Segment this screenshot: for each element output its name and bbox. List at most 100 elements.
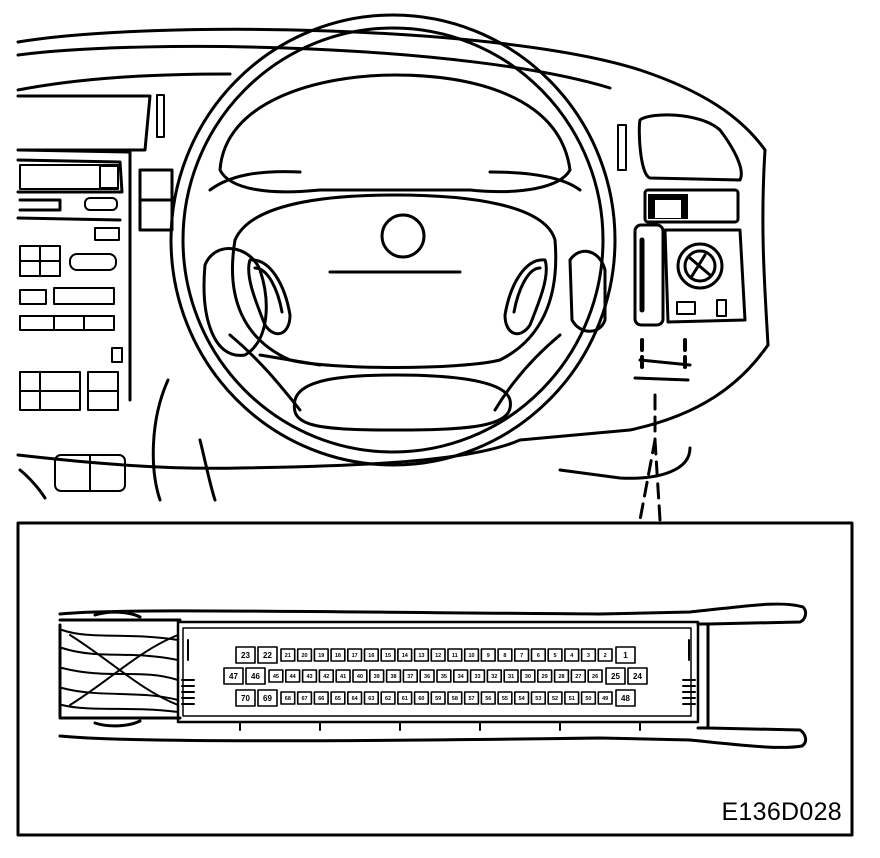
svg-text:4: 4 xyxy=(570,653,574,659)
svg-text:17: 17 xyxy=(352,653,358,659)
pin-57: 57 xyxy=(463,691,480,705)
pin-14: 14 xyxy=(397,648,413,662)
pin-11: 11 xyxy=(447,648,463,662)
pin-37: 37 xyxy=(402,669,418,683)
pin-69: 69 xyxy=(257,689,278,707)
svg-text:38: 38 xyxy=(390,674,396,680)
svg-text:52: 52 xyxy=(552,696,558,702)
pin-4: 4 xyxy=(564,648,580,662)
pin-58: 58 xyxy=(447,691,463,705)
pin-7: 7 xyxy=(513,648,530,662)
svg-text:33: 33 xyxy=(474,674,480,680)
pin-54: 54 xyxy=(513,691,530,705)
svg-text:10: 10 xyxy=(468,653,474,659)
svg-text:6: 6 xyxy=(537,653,540,659)
svg-text:7: 7 xyxy=(520,653,523,659)
svg-text:48: 48 xyxy=(621,694,630,703)
pin-27: 27 xyxy=(570,669,587,683)
pin-53: 53 xyxy=(530,691,546,705)
svg-text:11: 11 xyxy=(452,653,458,659)
svg-text:69: 69 xyxy=(263,694,272,703)
right-dash-area xyxy=(617,113,747,522)
pin-21: 21 xyxy=(280,648,296,662)
pin-17: 17 xyxy=(346,648,363,662)
pin-20: 20 xyxy=(296,648,313,662)
pin-48: 48 xyxy=(615,689,636,707)
pin-61: 61 xyxy=(397,691,413,705)
pin-3: 3 xyxy=(580,648,597,662)
pin-39: 39 xyxy=(368,669,385,683)
pin-59: 59 xyxy=(430,691,446,705)
svg-text:55: 55 xyxy=(502,696,508,702)
svg-text:43: 43 xyxy=(306,674,312,680)
pin-43: 43 xyxy=(301,669,318,683)
svg-text:45: 45 xyxy=(273,674,279,680)
pin-45: 45 xyxy=(268,669,284,683)
pin-26: 26 xyxy=(587,669,603,683)
pin-18: 18 xyxy=(330,648,346,662)
svg-text:19: 19 xyxy=(318,653,324,659)
svg-text:23: 23 xyxy=(241,651,250,660)
pin-25: 25 xyxy=(605,667,626,685)
svg-text:30: 30 xyxy=(525,674,531,680)
svg-text:35: 35 xyxy=(441,674,447,680)
svg-text:54: 54 xyxy=(519,696,526,702)
pin-62: 62 xyxy=(380,691,396,705)
svg-text:41: 41 xyxy=(340,674,346,680)
pin-42: 42 xyxy=(318,669,334,683)
pin-1: 1 xyxy=(615,646,636,664)
svg-text:15: 15 xyxy=(385,653,391,659)
svg-text:29: 29 xyxy=(542,674,548,680)
pin-9: 9 xyxy=(480,648,496,662)
pin-41: 41 xyxy=(335,669,351,683)
pin-51: 51 xyxy=(564,691,580,705)
svg-text:1: 1 xyxy=(623,651,628,660)
dashboard-outline xyxy=(16,27,770,502)
pin-10: 10 xyxy=(463,648,480,662)
svg-text:68: 68 xyxy=(285,696,291,702)
steering-wheel xyxy=(169,13,617,467)
svg-text:65: 65 xyxy=(335,696,341,702)
pin-55: 55 xyxy=(497,691,513,705)
pin-63: 63 xyxy=(363,691,379,705)
detail-box xyxy=(16,521,854,837)
pin-12: 12 xyxy=(430,648,446,662)
center-console xyxy=(16,94,174,500)
pin-2: 2 xyxy=(597,648,613,662)
pin-49: 49 xyxy=(597,691,613,705)
pin-6: 6 xyxy=(530,648,546,662)
svg-text:70: 70 xyxy=(241,694,250,703)
svg-text:32: 32 xyxy=(491,674,497,680)
svg-text:44: 44 xyxy=(290,674,297,680)
pin-24: 24 xyxy=(627,667,648,685)
svg-text:57: 57 xyxy=(468,696,474,702)
svg-text:47: 47 xyxy=(229,672,238,681)
svg-text:67: 67 xyxy=(301,696,307,702)
svg-text:12: 12 xyxy=(435,653,441,659)
pin-33: 33 xyxy=(469,669,486,683)
svg-text:2: 2 xyxy=(604,653,607,659)
figure-code: E136D028 xyxy=(721,798,842,826)
pin-23: 23 xyxy=(235,646,256,664)
svg-text:34: 34 xyxy=(458,674,465,680)
pin-22: 22 xyxy=(257,646,278,664)
pin-31: 31 xyxy=(503,669,519,683)
pin-47: 47 xyxy=(223,667,244,685)
svg-text:31: 31 xyxy=(508,674,514,680)
pin-19: 19 xyxy=(313,648,329,662)
pin-5: 5 xyxy=(547,648,563,662)
svg-text:9: 9 xyxy=(487,653,490,659)
pin-52: 52 xyxy=(547,691,563,705)
svg-text:61: 61 xyxy=(402,696,408,702)
pin-15: 15 xyxy=(380,648,396,662)
pin-28: 28 xyxy=(553,669,570,683)
svg-text:50: 50 xyxy=(585,696,591,702)
svg-text:28: 28 xyxy=(558,674,564,680)
svg-text:27: 27 xyxy=(575,674,581,680)
pin-30: 30 xyxy=(520,669,536,683)
svg-text:18: 18 xyxy=(335,653,341,659)
